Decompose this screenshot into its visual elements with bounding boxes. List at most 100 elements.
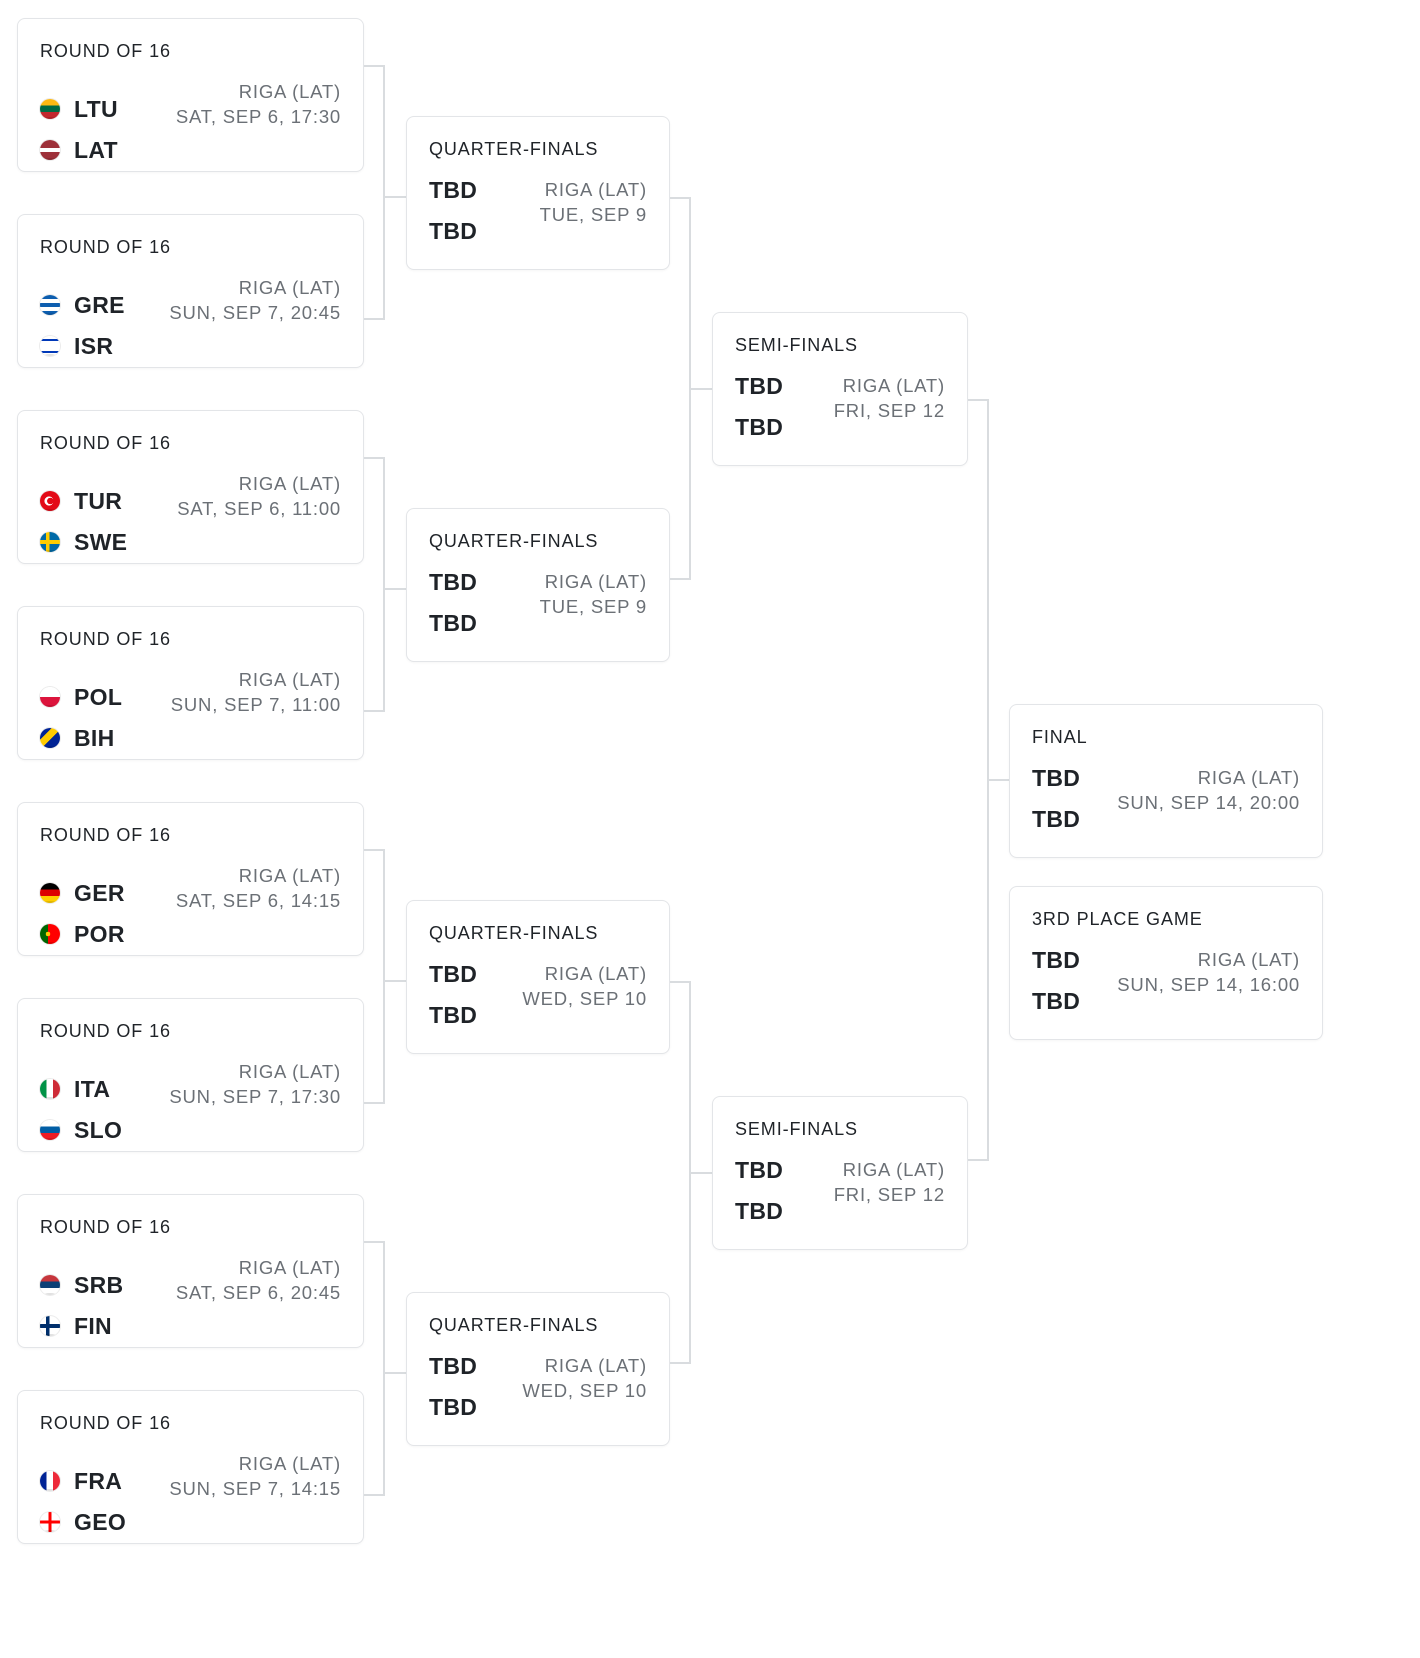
flag-france-icon xyxy=(40,1471,60,1491)
round-label: SEMI-FINALS xyxy=(735,1119,858,1139)
round-label: ROUND OF 16 xyxy=(40,825,171,845)
match-meta: RIGA (LAT) SAT, SEP 6, 20:45 xyxy=(176,1255,341,1305)
match-meta: RIGA (LAT) FRI, SEP 12 xyxy=(834,373,945,423)
flag-sweden-icon xyxy=(40,532,60,552)
team-name: TBD xyxy=(429,1352,478,1379)
team-row: TBD xyxy=(735,412,783,442)
team-name: TBD xyxy=(735,1197,784,1224)
flag-lithuania-icon xyxy=(40,99,60,119)
team-name: TBD xyxy=(429,568,478,595)
team-name: GER xyxy=(74,879,125,906)
match-meta: RIGA (LAT) SUN, SEP 7, 11:00 xyxy=(171,667,341,717)
team-name: TBD xyxy=(735,372,784,399)
round-label: ROUND OF 16 xyxy=(40,629,171,649)
match-card-r16[interactable]: ROUND OF 16 FRA GEO RIGA (LAT) SUN, SEP … xyxy=(17,1390,364,1544)
round-label: QUARTER-FINALS xyxy=(429,139,599,159)
venue: RIGA (LAT) xyxy=(238,1453,341,1474)
venue: RIGA (LAT) xyxy=(842,1159,945,1180)
team-name: TUR xyxy=(74,487,123,514)
date-time: SUN, SEP 14, 16:00 xyxy=(1117,974,1300,995)
match-card-r16[interactable]: ROUND OF 16 POL BIH RIGA (LAT) SUN, SEP … xyxy=(17,606,364,760)
team-row: TBD xyxy=(1032,804,1080,834)
venue: RIGA (LAT) xyxy=(544,1355,647,1376)
team-row: GRE xyxy=(40,290,125,320)
team-name: LAT xyxy=(74,136,118,163)
match-card-sf[interactable]: SEMI-FINALS TBD TBD RIGA (LAT) FRI, SEP … xyxy=(712,312,968,466)
round-label: ROUND OF 16 xyxy=(40,1021,171,1041)
team-row: TUR xyxy=(40,486,122,516)
team-row: SRB xyxy=(40,1270,123,1300)
match-card-qf[interactable]: QUARTER-FINALS TBD TBD RIGA (LAT) WED, S… xyxy=(406,1292,670,1446)
round-label: QUARTER-FINALS xyxy=(429,1315,599,1335)
team-name: ITA xyxy=(74,1075,111,1102)
match-meta: RIGA (LAT) SUN, SEP 7, 20:45 xyxy=(169,275,341,325)
date-time: SUN, SEP 7, 11:00 xyxy=(170,694,341,715)
venue: RIGA (LAT) xyxy=(1197,949,1300,970)
match-meta: RIGA (LAT) TUE, SEP 9 xyxy=(540,177,647,227)
venue: RIGA (LAT) xyxy=(842,375,945,396)
round-label: SEMI-FINALS xyxy=(735,335,858,355)
match-card-r16[interactable]: ROUND OF 16 ITA SLO RIGA (LAT) SUN, SEP … xyxy=(17,998,364,1152)
team-name: TBD xyxy=(429,1393,478,1420)
flag-georgia-icon xyxy=(40,1512,60,1532)
match-card-sf[interactable]: SEMI-FINALS TBD TBD RIGA (LAT) FRI, SEP … xyxy=(712,1096,968,1250)
team-row: TBD xyxy=(429,959,477,989)
match-card-qf[interactable]: QUARTER-FINALS TBD TBD RIGA (LAT) TUE, S… xyxy=(406,508,670,662)
match-meta: RIGA (LAT) FRI, SEP 12 xyxy=(834,1157,945,1207)
match-card-r16[interactable]: ROUND OF 16 GER POR RIGA (LAT) SAT, SEP … xyxy=(17,802,364,956)
date-time: SAT, SEP 6, 20:45 xyxy=(175,1282,341,1303)
match-meta: RIGA (LAT) TUE, SEP 9 xyxy=(540,569,647,619)
match-card-r16[interactable]: ROUND OF 16 GRE ISR RIGA (LAT) SUN, SEP … xyxy=(17,214,364,368)
match-card-r16[interactable]: ROUND OF 16 SRB FIN RIGA (LAT) SAT, SEP … xyxy=(17,1194,364,1348)
match-card-r16[interactable]: ROUND OF 16 TUR SWE RIGA (LAT) SAT, SEP … xyxy=(17,410,364,564)
team-row: TBD xyxy=(1032,986,1080,1016)
team-name: POR xyxy=(74,920,125,947)
date-time: SUN, SEP 7, 14:15 xyxy=(169,1478,341,1499)
team-row: GEO xyxy=(40,1507,126,1537)
team-row: TBD xyxy=(429,216,477,246)
flag-finland-icon xyxy=(40,1316,60,1336)
match-meta: RIGA (LAT) SUN, SEP 7, 14:15 xyxy=(169,1451,341,1501)
bracket-connector xyxy=(364,457,385,712)
team-name: ISR xyxy=(74,332,114,359)
flag-serbia-icon xyxy=(40,1275,60,1295)
match-meta: RIGA (LAT) SAT, SEP 6, 11:00 xyxy=(177,471,341,521)
bracket-connector xyxy=(670,197,691,580)
venue: RIGA (LAT) xyxy=(544,571,647,592)
match-card-third-place[interactable]: 3RD PLACE GAME TBD TBD RIGA (LAT) SUN, S… xyxy=(1009,886,1323,1040)
venue: RIGA (LAT) xyxy=(238,473,341,494)
team-name: GRE xyxy=(74,291,125,318)
team-name: TBD xyxy=(429,176,478,203)
team-name: TBD xyxy=(735,1156,784,1183)
team-row: GER xyxy=(40,878,125,908)
date-time: FRI, SEP 12 xyxy=(833,1184,945,1205)
match-card-final[interactable]: FINAL TBD TBD RIGA (LAT) SUN, SEP 14, 20… xyxy=(1009,704,1323,858)
team-row: TBD xyxy=(429,567,477,597)
team-name: SLO xyxy=(74,1116,123,1143)
flag-greece-icon xyxy=(40,295,60,315)
team-row: ISR xyxy=(40,331,113,361)
team-row: TBD xyxy=(1032,945,1080,975)
team-name: TBD xyxy=(429,609,478,636)
bracket-connector xyxy=(385,588,406,590)
bracket-connector xyxy=(385,980,406,982)
team-row: LAT xyxy=(40,135,118,165)
flag-germany-icon xyxy=(40,883,60,903)
venue: RIGA (LAT) xyxy=(238,669,341,690)
venue: RIGA (LAT) xyxy=(238,1061,341,1082)
match-card-qf[interactable]: QUARTER-FINALS TBD TBD RIGA (LAT) WED, S… xyxy=(406,900,670,1054)
date-time: TUE, SEP 9 xyxy=(539,596,647,617)
venue: RIGA (LAT) xyxy=(238,81,341,102)
match-meta: RIGA (LAT) SAT, SEP 6, 14:15 xyxy=(176,863,341,913)
round-label: ROUND OF 16 xyxy=(40,41,171,61)
round-label: QUARTER-FINALS xyxy=(429,923,599,943)
match-card-r16[interactable]: ROUND OF 16 LTU LAT RIGA (LAT) SAT, SEP … xyxy=(17,18,364,172)
match-meta: RIGA (LAT) WED, SEP 10 xyxy=(522,1353,647,1403)
team-name: TBD xyxy=(429,960,478,987)
team-row: SWE xyxy=(40,527,127,557)
match-card-qf[interactable]: QUARTER-FINALS TBD TBD RIGA (LAT) TUE, S… xyxy=(406,116,670,270)
venue: RIGA (LAT) xyxy=(1197,767,1300,788)
venue: RIGA (LAT) xyxy=(238,865,341,886)
date-time: WED, SEP 10 xyxy=(522,1380,647,1401)
venue: RIGA (LAT) xyxy=(544,963,647,984)
